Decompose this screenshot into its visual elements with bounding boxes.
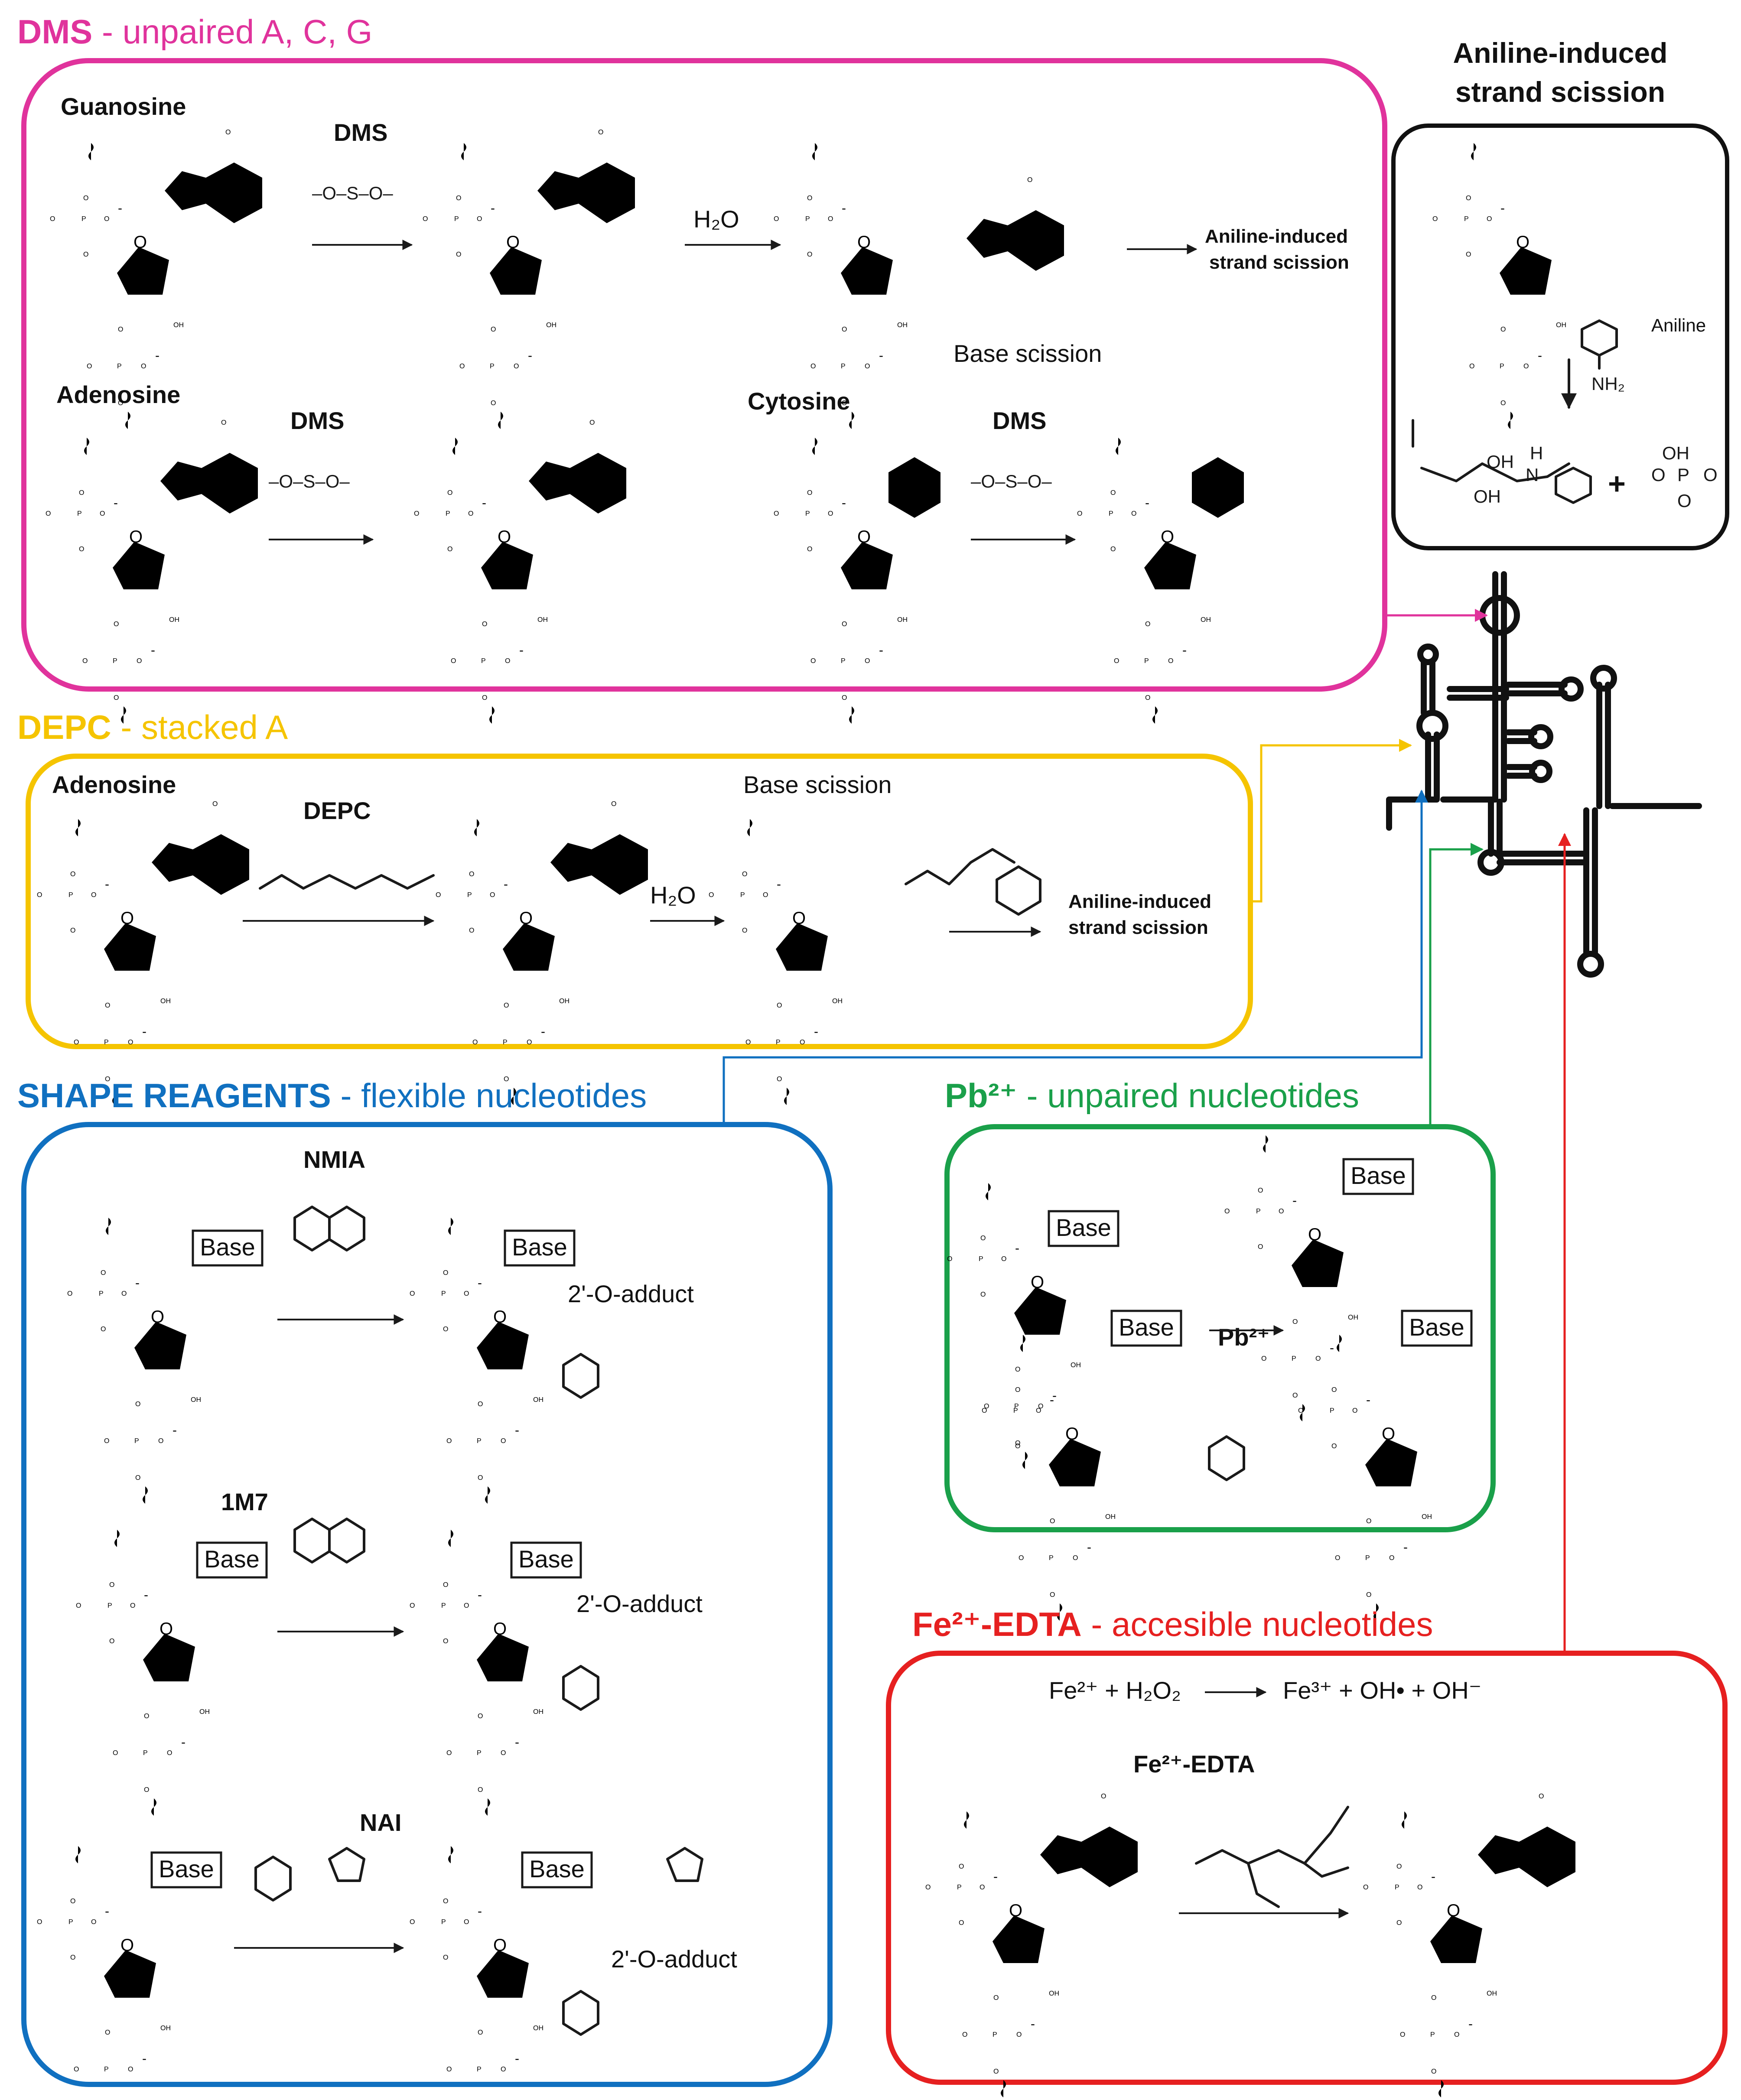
- fe-box: [886, 1651, 1728, 2085]
- base-box-nmia-1: [192, 1229, 264, 1267]
- shape-structures: [37, 1206, 703, 2100]
- dms-reagent-label-2: DMS: [290, 407, 344, 434]
- svg-text:–O–S–O–: –O–S–O–: [971, 471, 1052, 491]
- adduct-label-nai: 2'-O-adduct: [611, 1945, 737, 1973]
- guanosine-label: Guanosine: [61, 93, 186, 120]
- aniline-reagent-label: Aniline: [1651, 315, 1706, 335]
- pb-title-rest: - unpaired nucleotides: [1017, 1076, 1359, 1115]
- pb-base-label-3: Base: [1350, 1162, 1406, 1189]
- svg-text:DEPC - stacked A: DEPC - stacked A: [17, 708, 288, 746]
- svg-text:OH: OH: [1487, 452, 1514, 472]
- depc-title-rest: - stacked A: [111, 708, 288, 746]
- pb-base-box-1: [1048, 1210, 1119, 1247]
- cytosine-label: Cytosine: [748, 387, 850, 415]
- base-box-m7-2: [510, 1541, 582, 1579]
- pb-box: [944, 1124, 1496, 1532]
- pb-reagent-label: Pb²⁺: [1218, 1323, 1270, 1351]
- pb-base-label-1: Base: [1056, 1214, 1111, 1241]
- svg-text:OH: OH: [1662, 443, 1689, 463]
- depc-base-scission-label: Base scission: [743, 771, 892, 798]
- dms-aniline-line2: strand scission: [1209, 252, 1349, 273]
- depc-adenosine-label: Adenosine: [52, 771, 176, 798]
- svg-text:N: N: [1526, 465, 1539, 485]
- aniline-structures: NH₂ H N OH OH OH O P O O: [1412, 143, 1718, 511]
- shape-box: [21, 1122, 833, 2087]
- dms-title-rest: - unpaired A, C, G: [92, 13, 372, 51]
- shape-title-rest: - flexible nucleotides: [331, 1076, 647, 1115]
- aniline-box: [1391, 124, 1729, 550]
- base-label-nmia-1: Base: [200, 1233, 255, 1261]
- depc-aniline-line2: strand scission: [1068, 917, 1208, 938]
- dms-panel: DMS - unpaired A, C, G Guanosine DMS H₂O…: [17, 13, 1387, 724]
- pb-structures: [947, 1135, 1432, 1621]
- svg-text:Pb²⁺ - unpaired nucleotides: Pb²⁺ - unpaired nucleotides: [945, 1076, 1359, 1115]
- depc-panel: DEPC - stacked A Adenosine DEPC H₂O Base…: [17, 708, 1253, 1105]
- aniline-title-line2: strand scission: [1455, 76, 1665, 108]
- pb-title-bold: Pb²⁺: [945, 1076, 1017, 1115]
- aniline-title-line1: Aniline-induced: [1453, 37, 1668, 69]
- svg-text:–O–S–O–: –O–S–O–: [312, 183, 393, 203]
- pb-base-box-3: [1342, 1158, 1414, 1195]
- guanosine-structure: –O–S–O– –O–S–O– –O–S–O–: [46, 129, 1244, 724]
- depc-water-label: H₂O: [650, 881, 696, 909]
- connector-arrows: [722, 609, 1571, 1653]
- svg-text:NH₂: NH₂: [1591, 374, 1625, 394]
- dms-reagent-label-1: DMS: [334, 119, 387, 146]
- svg-text:O: O: [1651, 465, 1666, 485]
- base-label-m7-1: Base: [204, 1545, 260, 1573]
- base-box-nai-1: [150, 1851, 222, 1889]
- nmia-label: NMIA: [303, 1146, 365, 1173]
- fe-structures: [925, 1793, 1575, 2097]
- aniline-plus: +: [1608, 467, 1626, 501]
- fe-panel: Fe²⁺-EDTA - accesible nucleotides Fe²⁺ +…: [886, 1605, 1728, 2097]
- dms-title-bold: DMS: [17, 13, 92, 51]
- aniline-panel: Aniline-induced strand scission Aniline …: [1391, 37, 1729, 550]
- base-scission-label: Base scission: [953, 340, 1102, 367]
- adduct-label-m7: 2'-O-adduct: [576, 1590, 703, 1617]
- shape-title-bold: SHAPE REAGENTS: [17, 1076, 331, 1115]
- svg-text:H: H: [1530, 443, 1543, 463]
- dms-box: [21, 58, 1387, 692]
- base-label-nai-2: Base: [529, 1855, 585, 1882]
- depc-aniline-line1: Aniline-induced: [1068, 891, 1211, 912]
- base-label-nmia-2: Base: [512, 1233, 567, 1261]
- pb-base-label-4: Base: [1409, 1313, 1464, 1341]
- fe-equation-left: Fe²⁺ + H₂O₂: [1049, 1677, 1181, 1704]
- svg-text:OH: OH: [1474, 486, 1501, 507]
- fe-complex-label: Fe²⁺-EDTA: [1133, 1750, 1255, 1778]
- depc-reagent-label: DEPC: [303, 797, 371, 824]
- depc-structures: [37, 800, 1041, 1105]
- water-label: H₂O: [693, 205, 739, 233]
- svg-text:O: O: [1677, 491, 1692, 511]
- svg-text:Fe²⁺-EDTA - accesible nucleoti: Fe²⁺-EDTA - accesible nucleotides: [912, 1605, 1433, 1643]
- base-label-nai-1: Base: [159, 1855, 214, 1882]
- shape-panel: SHAPE REAGENTS - flexible nucleotides NM…: [17, 1076, 833, 2100]
- depc-box: [26, 754, 1253, 1049]
- svg-text:P: P: [1677, 465, 1689, 485]
- fe-title-rest: - accesible nucleotides: [1082, 1605, 1433, 1643]
- m7-label: 1M7: [221, 1488, 268, 1515]
- rna-structure: [1386, 571, 1702, 978]
- svg-text:DMS - unpaired A, C, G: DMS - unpaired A, C, G: [17, 13, 372, 51]
- pb-base-label-2: Base: [1119, 1313, 1174, 1341]
- depc-title-bold: DEPC: [17, 708, 111, 746]
- base-box-nai-2: [521, 1851, 593, 1889]
- base-box-nmia-2: [504, 1229, 576, 1267]
- pb-base-box-4: [1401, 1310, 1473, 1347]
- dms-aniline-line1: Aniline-induced: [1205, 226, 1348, 247]
- fe-title-bold: Fe²⁺-EDTA: [912, 1605, 1082, 1643]
- svg-text:SHAPE REAGENTS - flexible nucl: SHAPE REAGENTS - flexible nucleotides: [17, 1076, 647, 1115]
- adduct-label-nmia: 2'-O-adduct: [568, 1280, 694, 1307]
- nai-label: NAI: [360, 1809, 401, 1836]
- dms-reagent-label-3: DMS: [993, 407, 1046, 434]
- svg-text:O: O: [1703, 465, 1718, 485]
- pb-base-box-2: [1110, 1310, 1182, 1347]
- svg-text:–O–S–O–: –O–S–O–: [269, 471, 350, 491]
- pb-panel: Pb²⁺ - unpaired nucleotides Pb²⁺ Base Ba…: [944, 1076, 1496, 1621]
- fe-equation-right: Fe³⁺ + OH• + OH⁻: [1283, 1677, 1481, 1704]
- base-label-m7-2: Base: [518, 1545, 574, 1573]
- base-box-m7-1: [196, 1541, 268, 1579]
